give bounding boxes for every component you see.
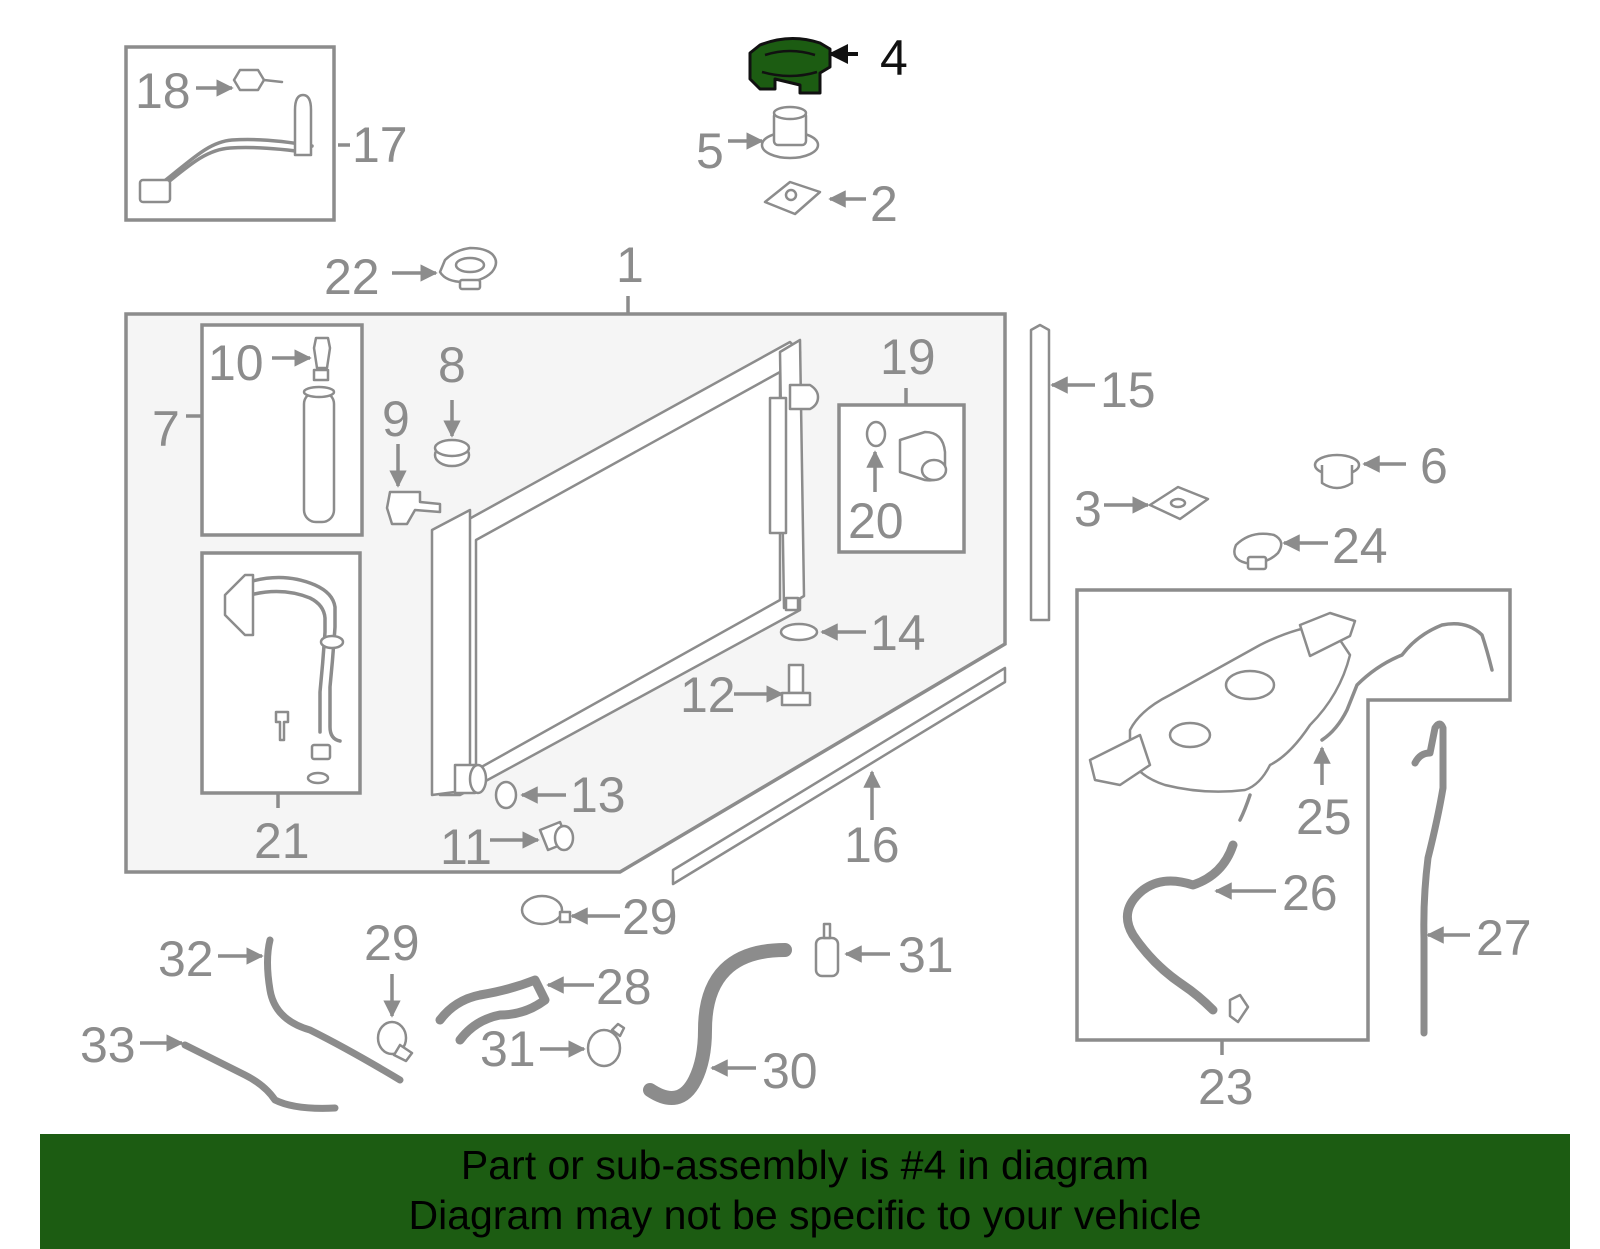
part-30-hose	[643, 943, 792, 1105]
part-4-highlighted	[748, 37, 832, 95]
part-5-grommet	[760, 105, 820, 160]
part-33-hose	[181, 1041, 339, 1112]
part-24-cap	[1233, 532, 1283, 571]
callout-8: 8	[438, 337, 466, 393]
callout-27: 27	[1476, 910, 1532, 966]
banner-line-1: Part or sub-assembly is #4 in diagram	[460, 1142, 1150, 1188]
callout-30: 30	[762, 1043, 818, 1099]
callout-16: 16	[844, 817, 900, 873]
part-3-nut	[1148, 485, 1210, 521]
callout-2: 2	[870, 176, 898, 232]
callout-7: 7	[152, 401, 180, 457]
callout-5: 5	[696, 123, 724, 179]
info-banner: Part or sub-assembly is #4 in diagram Di…	[40, 1134, 1570, 1249]
callout-32: 32	[158, 931, 214, 987]
part-27-hose	[1411, 720, 1447, 1037]
banner-line-2: Diagram may not be specific to your vehi…	[408, 1192, 1202, 1238]
callout-10: 10	[208, 335, 264, 391]
part-7-receiver-drier	[302, 336, 336, 524]
callout-11: 11	[440, 819, 492, 875]
callout-13: 13	[570, 767, 626, 823]
part-group-17	[124, 45, 336, 222]
callout-31-upper: 31	[898, 927, 954, 983]
part-19-fitting	[865, 420, 948, 482]
part-group-19	[837, 403, 966, 554]
callout-31-lower: 31	[480, 1021, 536, 1077]
part-group-7	[200, 323, 364, 537]
callout-24: 24	[1332, 518, 1388, 574]
callout-23: 23	[1198, 1059, 1254, 1115]
part-13-oring	[494, 780, 518, 810]
part-31-clamp-lower	[586, 1022, 626, 1068]
part-22-cap	[438, 246, 498, 291]
part-26-hose	[1122, 840, 1238, 1015]
callout-22: 22	[324, 249, 380, 305]
callout-6: 6	[1420, 438, 1448, 494]
part-25-hose	[1320, 622, 1494, 742]
part-29-clamp-upper	[520, 894, 572, 926]
callout-17: 17	[352, 117, 408, 173]
part-28-hose	[435, 975, 550, 1045]
callout-29-upper: 29	[622, 889, 678, 945]
part-21-pipe	[223, 573, 345, 785]
part-31-clamp-upper	[814, 922, 840, 978]
callout-25: 25	[1296, 789, 1352, 845]
callout-3: 3	[1074, 481, 1102, 537]
part-14-washer	[779, 622, 819, 642]
callout-20: 20	[848, 493, 904, 549]
callout-21: 21	[254, 813, 310, 869]
radiator	[430, 338, 820, 797]
callout-12: 12	[680, 667, 736, 723]
callout-28: 28	[596, 959, 652, 1015]
part-6-grommet	[1313, 453, 1361, 490]
part-15-seal	[1029, 323, 1051, 622]
part-16-seal	[671, 666, 1007, 886]
part-8-clip	[433, 438, 471, 468]
callout-14: 14	[870, 605, 926, 661]
part-9-bracket	[385, 490, 442, 526]
part-group-21	[200, 551, 362, 795]
part-11-plug	[538, 820, 575, 852]
callout-15: 15	[1100, 362, 1156, 418]
callout-19: 19	[880, 329, 936, 385]
callout-18: 18	[135, 63, 191, 119]
part-32-hose	[264, 936, 404, 1084]
callout-4: 4	[880, 30, 908, 86]
callout-26: 26	[1282, 865, 1338, 921]
part-23-reservoir	[1088, 611, 1357, 822]
part-12-bolt	[780, 663, 812, 707]
callout-1: 1	[616, 237, 644, 293]
part-26-clamp	[1228, 993, 1250, 1024]
callout-9: 9	[382, 391, 410, 447]
callout-29-lower: 29	[364, 915, 420, 971]
part-2-nut	[763, 180, 822, 216]
callout-33: 33	[80, 1017, 136, 1073]
part-29-clamp-lower	[376, 1020, 414, 1063]
